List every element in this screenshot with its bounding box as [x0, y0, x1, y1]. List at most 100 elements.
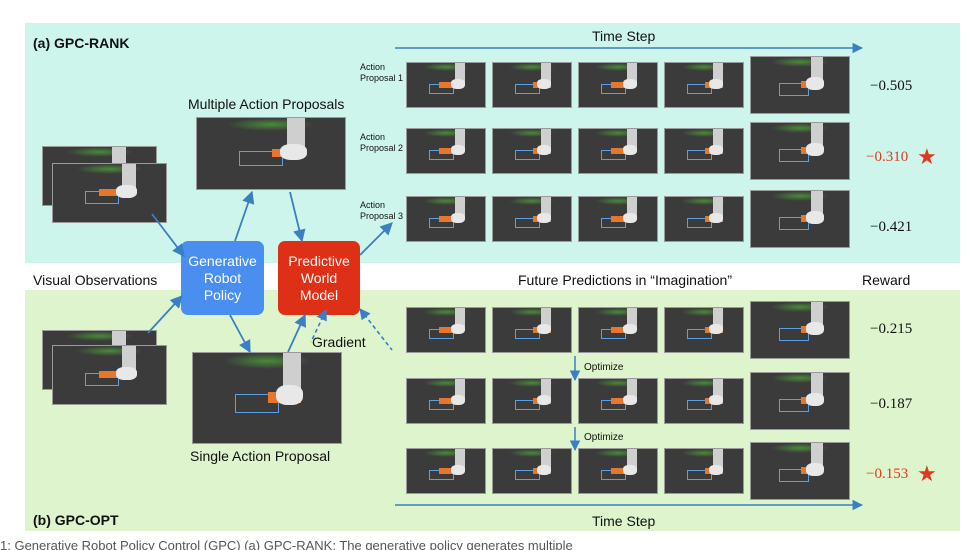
policy-box-label: Generative Robot Policy [188, 252, 257, 303]
target-outline [779, 399, 809, 412]
lighting-glow [65, 147, 134, 158]
prediction-frame-opt-1-3 [578, 307, 658, 353]
robot-gripper [623, 465, 638, 476]
robot-gripper [709, 395, 724, 406]
robot-arm [627, 308, 637, 329]
prediction-frame-opt-1-4 [664, 307, 744, 353]
robot-arm [283, 353, 301, 395]
robot-gripper [279, 143, 307, 160]
lighting-glow [508, 379, 556, 387]
prediction-frame-opt-2-1 [406, 378, 486, 424]
robot-arm [455, 197, 465, 218]
time-step-label-bottom: Time Step [592, 513, 656, 529]
prediction-frame-rank-2-1 [406, 128, 486, 174]
target-outline [515, 83, 540, 94]
lighting-glow [422, 308, 470, 316]
target-outline [779, 217, 809, 230]
lighting-glow [680, 449, 728, 457]
t-block [439, 148, 457, 154]
reward-opt-3: −0.153 [866, 466, 909, 482]
prediction-frame-opt-1-1 [406, 307, 486, 353]
robot-gripper [537, 145, 552, 156]
robot-arm [627, 379, 637, 400]
lighting-glow [594, 197, 642, 205]
target-outline [687, 469, 712, 480]
robot-gripper [275, 385, 303, 406]
lighting-glow [680, 308, 728, 316]
prediction-frame-rank-2-4 [664, 128, 744, 174]
final-frame-rank-3 [750, 190, 850, 248]
lighting-glow [422, 197, 470, 205]
optimize-label-1: Optimize [584, 362, 624, 373]
robot-arm [541, 129, 551, 150]
robot-gripper [709, 79, 724, 90]
multi-proposal-image [196, 117, 346, 190]
robot-arm [122, 164, 136, 191]
target-outline [515, 469, 540, 480]
target-outline [687, 83, 712, 94]
robot-gripper [451, 213, 466, 224]
target-outline [779, 83, 809, 96]
robot-arm [713, 449, 723, 470]
target-outline [687, 217, 712, 228]
prediction-frame-rank-1-4 [664, 62, 744, 108]
robot-arm [541, 449, 551, 470]
prediction-frame-rank-2-2 [492, 128, 572, 174]
policy-to-multi-arrow [234, 190, 255, 242]
gpc-opt-title: (b) GPC-OPT [33, 512, 119, 528]
time-step-label-top: Time Step [592, 28, 656, 44]
prediction-frame-opt-3-1 [406, 448, 486, 494]
t-block [611, 82, 629, 88]
lighting-glow [770, 443, 830, 454]
lighting-glow [594, 129, 642, 137]
lighting-glow [680, 129, 728, 137]
target-outline [515, 328, 540, 339]
reward-proposal-3: −0.421 [870, 219, 913, 235]
lighting-glow [680, 63, 728, 71]
reward-proposal-2: −0.310 [866, 149, 909, 165]
robot-arm [455, 63, 465, 84]
gradient-label: Gradient [312, 334, 366, 350]
robot-arm [455, 129, 465, 150]
robot-arm [713, 197, 723, 218]
lighting-glow [770, 373, 830, 384]
robot-gripper [709, 465, 724, 476]
lighting-glow [422, 63, 470, 71]
future-predictions-label: Future Predictions in “Imagination” [518, 272, 732, 288]
lighting-glow [508, 63, 556, 71]
robot-gripper [537, 324, 552, 335]
t-block [439, 468, 457, 474]
robot-gripper [537, 395, 552, 406]
robot-gripper [623, 395, 638, 406]
target-outline [515, 149, 540, 160]
robot-gripper [709, 324, 724, 335]
prediction-frame-opt-3-2 [492, 448, 572, 494]
robot-gripper [806, 211, 824, 225]
policy-to-single-arrow [229, 314, 251, 354]
t-block [439, 398, 457, 404]
obs-to-policy-arrow-top [151, 213, 185, 258]
robot-gripper [537, 213, 552, 224]
gradient-arrow-short [310, 308, 327, 343]
target-outline [779, 469, 809, 482]
robot-arm [811, 373, 823, 400]
prediction-frame-rank-3-4 [664, 196, 744, 242]
prediction-frame-rank-1-3 [578, 62, 658, 108]
single-action-proposal-label: Single Action Proposal [190, 448, 331, 464]
prediction-frame-opt-1-2 [492, 307, 572, 353]
robot-arm [811, 302, 823, 329]
prediction-frame-rank-3-3 [578, 196, 658, 242]
robot-arm [713, 63, 723, 84]
prediction-frame-opt-2-2 [492, 378, 572, 424]
lighting-glow [594, 379, 642, 387]
t-block [611, 468, 629, 474]
t-block [611, 148, 629, 154]
model-box-label: Predictive World Model [288, 252, 350, 303]
prediction-frame-rank-1-1 [406, 62, 486, 108]
robot-gripper [806, 463, 824, 477]
robot-arm [713, 129, 723, 150]
t-block [99, 371, 125, 379]
robot-gripper [623, 79, 638, 90]
lighting-glow [75, 346, 144, 357]
